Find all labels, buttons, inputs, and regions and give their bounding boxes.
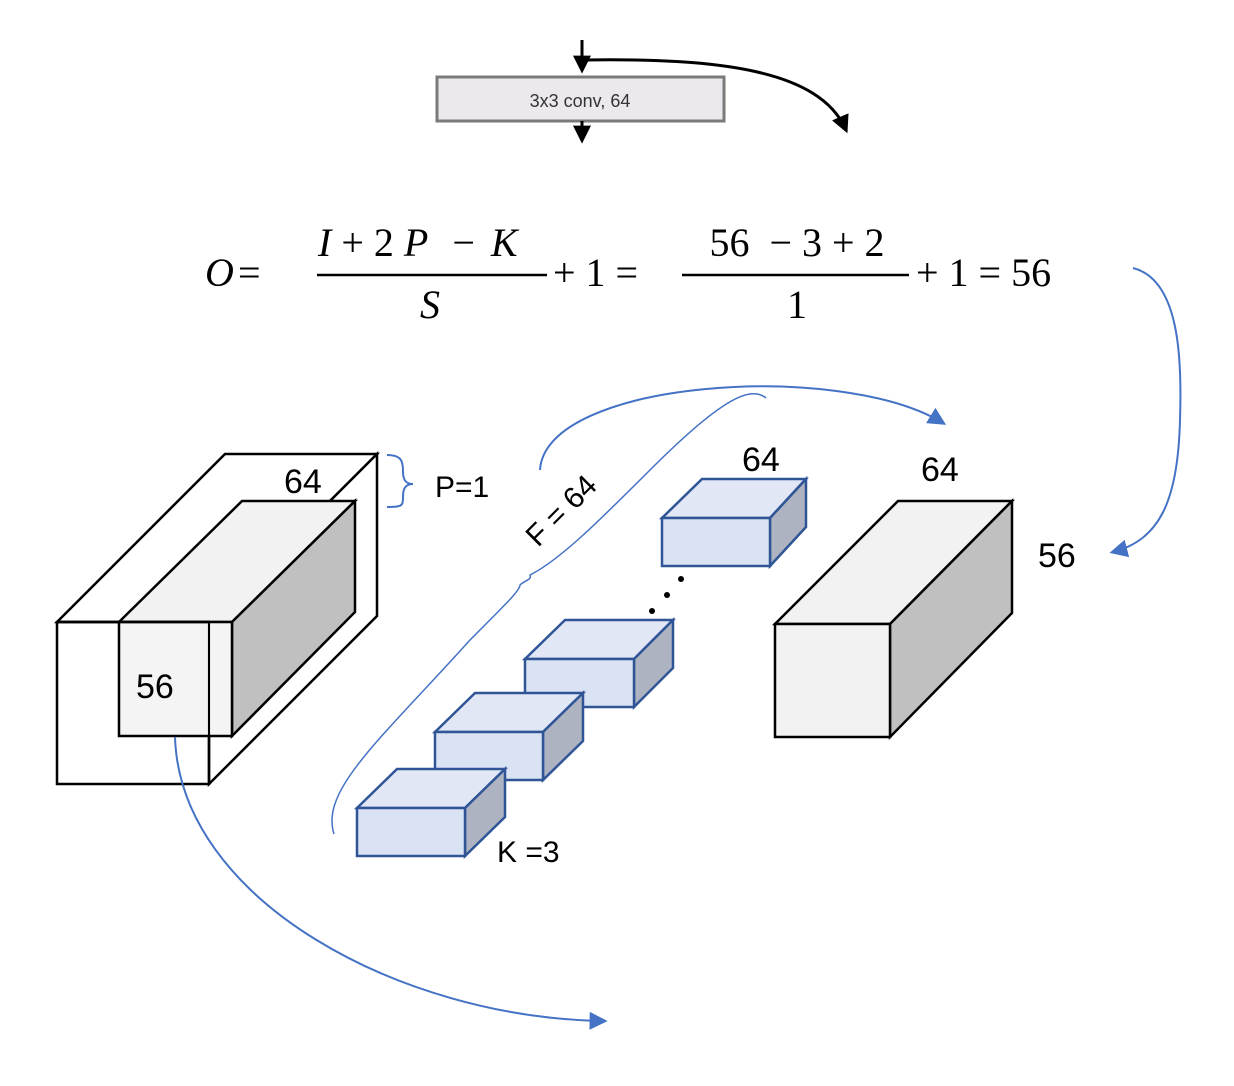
numeric-numerator: 56 − 3 + 2	[709, 220, 884, 265]
output-tensor-front	[773, 622, 892, 739]
general-denominator: S	[420, 282, 440, 327]
formula-to-output-arrow	[1109, 267, 1182, 558]
formula-plus-one-1: + 1 =	[553, 250, 638, 295]
input-to-next-arrow	[174, 736, 608, 1030]
resnet-block: 3x3 conv, 64	[435, 40, 849, 144]
output-size-formula: O = I + 2 P − K S + 1 = 56 − 3 + 2 1 + 1…	[205, 220, 1051, 327]
kernel-size-label: K =3	[497, 836, 560, 869]
input-depth-label: 64	[284, 463, 322, 501]
filter-4	[658, 475, 809, 570]
padding-label: P=1	[435, 471, 489, 504]
filter-1-front	[355, 806, 467, 858]
skip-connection-arrow	[583, 58, 849, 134]
output-size-label: 56	[1038, 537, 1076, 575]
general-numerator: I + 2 P − K	[317, 220, 520, 265]
filter-depth-label: 64	[742, 441, 780, 479]
filter-stack	[353, 475, 809, 859]
formula-lhs: O	[205, 250, 234, 295]
filter-2	[431, 690, 587, 783]
filters-brace	[331, 393, 767, 835]
filter-count-label: F = 64	[520, 469, 604, 553]
filter-1	[353, 766, 509, 859]
ellipsis-dot	[649, 608, 655, 614]
filters-to-output-arrow	[539, 385, 947, 471]
inner-tensor-front	[117, 620, 234, 738]
numeric-denominator: 1	[787, 282, 807, 327]
formula-plus-one-2: + 1 = 56	[916, 250, 1051, 295]
formula-eq: =	[238, 250, 261, 295]
conv-block-label: 3x3 conv, 64	[530, 91, 631, 111]
input-size-label: 56	[136, 668, 174, 706]
ellipsis-dots	[649, 576, 684, 614]
ellipsis-dot	[678, 576, 684, 582]
ellipsis-dot	[664, 592, 670, 598]
input-tensor: 64 56 P=1	[53, 450, 489, 788]
output-tensor	[771, 497, 1016, 741]
filter-4-front	[660, 516, 772, 568]
padding-brace	[386, 454, 414, 508]
output-depth-label: 64	[921, 451, 959, 489]
